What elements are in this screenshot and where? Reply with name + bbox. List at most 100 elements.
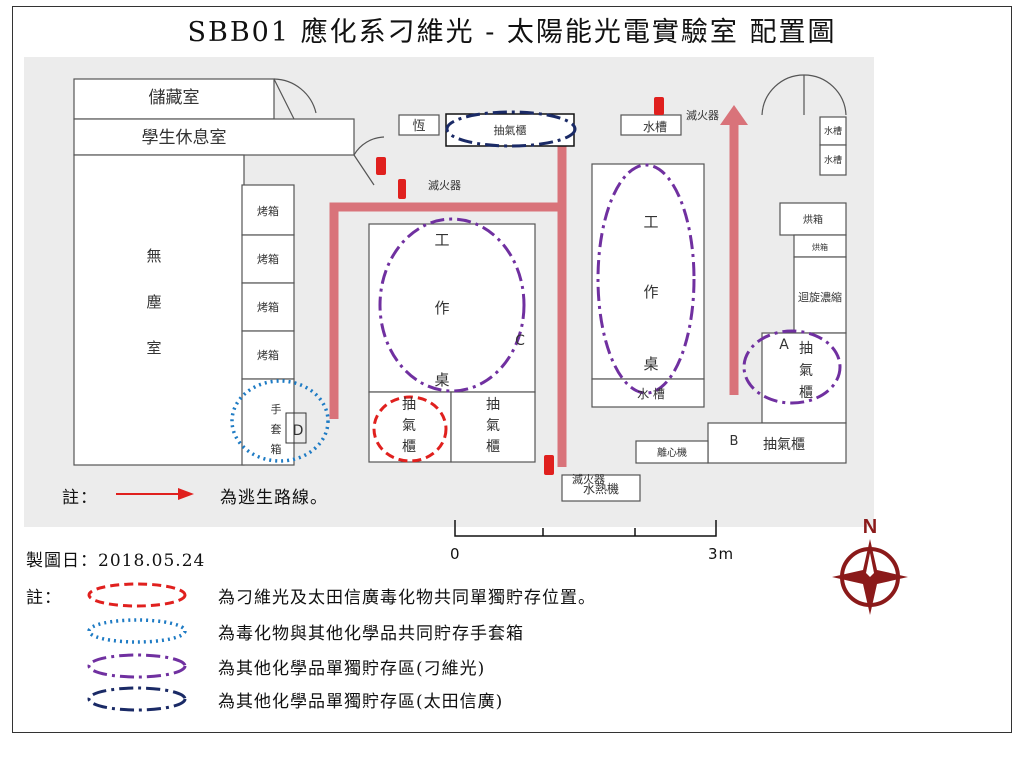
workbench-left-label-1: 工 <box>434 231 449 249</box>
escape-route <box>329 119 739 467</box>
scale-bar <box>454 520 717 537</box>
storage-zone-purple-2 <box>596 163 696 395</box>
centrifuge-label: 離心機 <box>657 446 687 459</box>
workbench-right-label-1: 工 <box>643 213 658 231</box>
legend-text-purple: 為其他化學品單獨貯存區(刁維光) <box>218 659 486 679</box>
extinguisher-icons <box>376 97 664 475</box>
oven-4 <box>241 330 295 380</box>
route-note-text: 為逃生路線。 <box>220 488 328 508</box>
storage-zone-purple-3 <box>742 329 842 405</box>
legend-item-navy: 為其他化學品單獨貯存區(太田信廣) <box>82 684 802 714</box>
oven-label-2: 烤箱 <box>257 252 279 266</box>
hood-br-label-1: 抽 <box>486 397 500 413</box>
storage-zone-blue <box>230 379 330 463</box>
glovebox-frame <box>285 412 307 444</box>
sink-top <box>620 114 682 136</box>
oven-label-3: 烤箱 <box>257 300 279 314</box>
storage-zone-navy <box>445 110 577 148</box>
storage-zone-red <box>372 395 448 463</box>
heater-label: 水熱機 <box>583 481 619 496</box>
legend-swatch-navy <box>87 686 187 712</box>
mark-d: D <box>293 423 304 439</box>
glovebox-label-1: 手 <box>271 402 282 416</box>
mark-b: B <box>730 434 739 449</box>
oven-2 <box>241 234 295 284</box>
sink-right-2 <box>819 144 847 176</box>
glovebox-label-2: 套 <box>271 423 282 436</box>
extinguisher-label-3: 滅火器 <box>572 473 605 486</box>
workbench-right-label-3: 桌 <box>643 355 658 373</box>
storage-zone-purple-1 <box>378 217 526 393</box>
legend-item-red: 為刁維光及太田信廣毒化物共同單獨貯存位置。 <box>82 580 802 610</box>
legend-item-blue: 為毒化物與其他化學品共同貯存手套箱 <box>82 616 802 646</box>
hood-a-label-2: 氣 <box>799 363 813 379</box>
lounge-label: 學生休息室 <box>142 128 227 148</box>
route-note-prefix: 註： <box>62 488 98 508</box>
hood-bottom-left <box>368 391 452 463</box>
legend-item-purple: 為其他化學品單獨貯存區(刁維光) <box>82 651 802 681</box>
cleanroom-label-2: 塵 <box>146 293 161 311</box>
extinguisher-icon <box>654 97 664 115</box>
sink-right-label-1: 水槽 <box>824 125 842 137</box>
water-heater <box>561 474 641 502</box>
sink-right-1 <box>819 116 847 146</box>
mark-a: A <box>779 337 789 353</box>
scale-end: 3m <box>708 545 735 563</box>
centrifuge <box>635 440 709 464</box>
mark-c: C <box>515 333 525 349</box>
glovebox-label-3: 箱 <box>271 442 282 456</box>
lounge-room <box>73 118 355 156</box>
extinguisher-icon <box>544 455 554 475</box>
legend-text-blue: 為毒化物與其他化學品共同貯存手套箱 <box>218 624 524 644</box>
hood-a-label-1: 抽 <box>799 341 813 357</box>
hood-b <box>707 422 847 464</box>
hood-br-label-3: 櫃 <box>486 439 500 455</box>
sink-mid-label: 水 槽 <box>637 387 665 401</box>
workbench-right-label-2: 作 <box>643 283 658 301</box>
workbench-left-label-3: 桌 <box>434 371 449 389</box>
legend-swatch-blue <box>87 618 187 644</box>
storage-room <box>73 78 275 120</box>
glovebox-room <box>241 378 295 466</box>
compass-icon: N <box>832 516 908 615</box>
storage-label: 儲藏室 <box>149 88 200 108</box>
page-title: SBB01 應化系刁維光 - 太陽能光電實驗室 配置圖 <box>187 17 837 48</box>
constant-room <box>398 114 440 136</box>
hood-bl-label-3: 櫃 <box>402 439 416 455</box>
scale-start: 0 <box>450 545 461 563</box>
sink-right-label-2: 水槽 <box>824 154 842 166</box>
hood-b-label: 抽氣櫃 <box>763 437 805 453</box>
workbench-left <box>368 223 536 393</box>
oven-label-4: 烤箱 <box>257 348 279 362</box>
constant-label: 恆 <box>412 119 425 134</box>
hood-top-label: 抽氣櫃 <box>494 123 527 137</box>
extinguisher-icon <box>398 179 406 199</box>
compass-north-label: N <box>863 516 877 538</box>
spin-label: 迴旋濃縮 <box>798 290 842 304</box>
legend-prefix: 註： <box>26 588 62 608</box>
hood-br-label-2: 氣 <box>486 418 500 434</box>
sink-mid <box>591 378 705 408</box>
hood-bl-label-2: 氣 <box>402 418 416 434</box>
cleanroom-label-1: 無 <box>146 247 161 265</box>
door-arcs <box>273 74 847 186</box>
oven-label-1: 烤箱 <box>257 204 279 218</box>
spin-concentrator <box>793 256 847 334</box>
hood-bottom-right <box>450 391 536 463</box>
extinguisher-icon <box>376 157 386 175</box>
sink-top-label: 水槽 <box>643 120 667 134</box>
hood-a-label-3: 櫃 <box>799 385 813 401</box>
hood-bl-label-1: 抽 <box>402 397 416 413</box>
small-oven-label: 烘箱 <box>812 242 828 252</box>
cleanroom <box>73 154 245 466</box>
route-arrow-icon <box>116 488 194 500</box>
route-arrowhead <box>720 105 748 125</box>
legend-swatch-red <box>87 582 187 608</box>
extinguisher-label-2: 滅火器 <box>686 109 719 122</box>
floor-plan: 儲藏室 學生休息室 恆 抽氣櫃 水槽 無 塵 室 烤箱 烤箱 烤箱 烤箱 手 套… <box>24 57 874 527</box>
cleanroom-label-3: 室 <box>146 339 161 357</box>
legend-swatch-purple <box>87 653 187 679</box>
extinguisher-label-1: 滅火器 <box>428 179 461 192</box>
legend-text-red: 為刁維光及太田信廣毒化物共同單獨貯存位置。 <box>218 588 596 608</box>
page-frame <box>12 6 1012 733</box>
